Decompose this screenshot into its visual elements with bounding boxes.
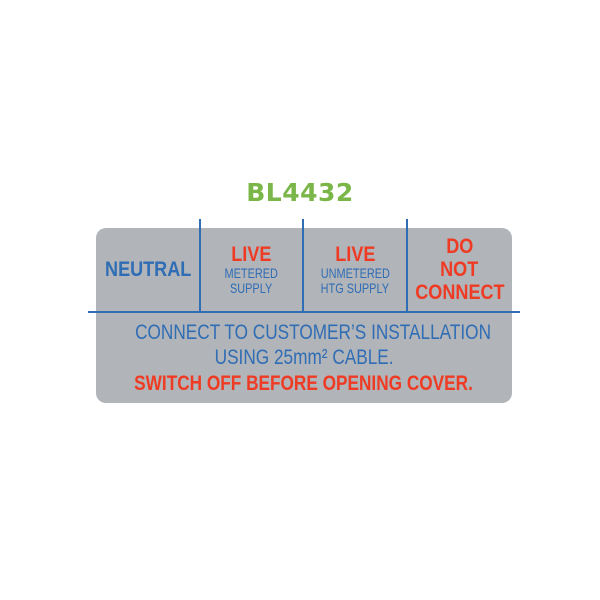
- live-unmetered-title: LIVE: [334, 243, 376, 266]
- do-not-connect-line-1: DO: [445, 235, 474, 258]
- product-code: BL4432: [246, 178, 354, 207]
- neutral-cell: NEUTRAL: [96, 228, 200, 311]
- do-not-connect-line-3: CONNECT: [414, 281, 505, 304]
- live-metered-line-1: METERED: [224, 265, 279, 281]
- neutral-title: NEUTRAL: [104, 258, 192, 281]
- do-not-connect-cell: DO NOT CONNECT: [407, 228, 512, 311]
- row-divider: [88, 311, 520, 313]
- live-metered-line-2: SUPPLY: [230, 280, 273, 296]
- live-unmetered-cell: LIVE UNMETERED HTG SUPPLY: [303, 228, 407, 311]
- terminal-label: [96, 228, 512, 403]
- column-divider-1: [199, 219, 201, 312]
- column-divider-2: [302, 219, 304, 312]
- column-divider-3: [406, 219, 408, 312]
- warning-line: SWITCH OFF BEFORE OPENING COVER.: [96, 371, 512, 396]
- warning-line-text: SWITCH OFF BEFORE OPENING COVER.: [134, 372, 474, 395]
- instruction-line-1: CONNECT TO CUSTOMER’S INSTALLATION: [96, 320, 512, 345]
- live-metered-cell: LIVE METERED SUPPLY: [200, 228, 303, 311]
- do-not-connect-line-2: NOT: [440, 258, 479, 281]
- live-metered-title: LIVE: [231, 243, 272, 266]
- instruction-line-2-text: USING 25mm² CABLE.: [214, 346, 394, 369]
- instruction-line-1-text: CONNECT TO CUSTOMER’S INSTALLATION: [135, 321, 492, 344]
- live-unmetered-line-2: HTG SUPPLY: [320, 280, 390, 296]
- instruction-line-2: USING 25mm² CABLE.: [96, 345, 512, 370]
- live-unmetered-line-1: UNMETERED: [320, 265, 390, 281]
